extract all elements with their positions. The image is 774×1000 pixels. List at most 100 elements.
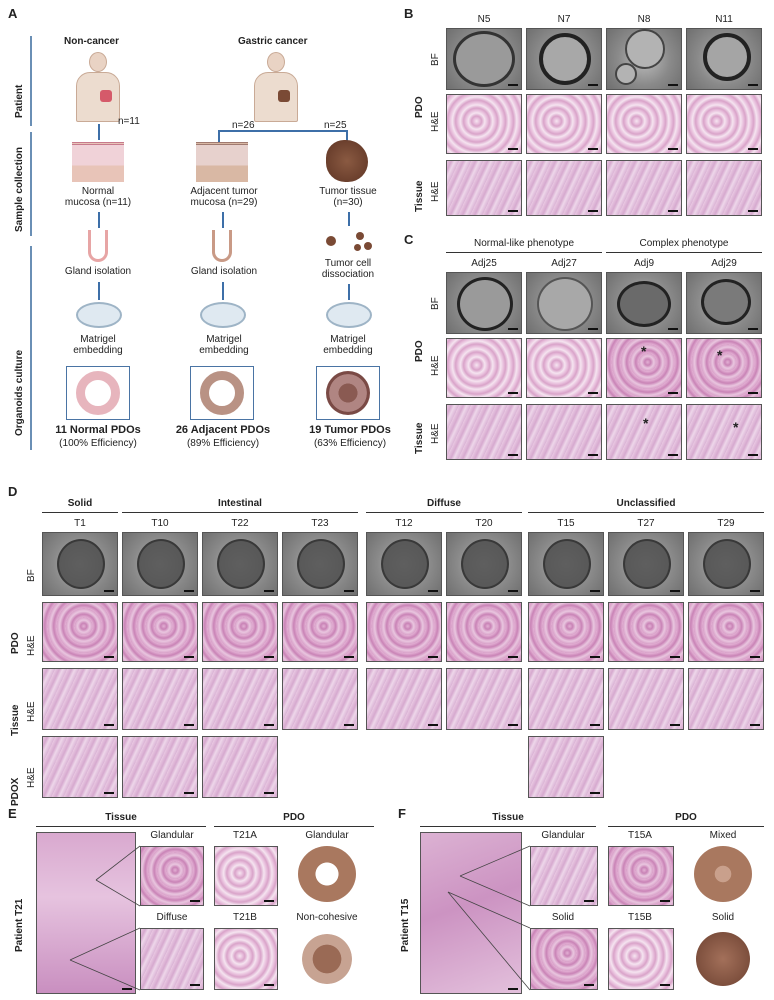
result-adjacent: 26 Adjacent PDOs [175, 424, 271, 436]
patient-figure-noncancer [70, 52, 126, 122]
d-he-t15 [528, 602, 604, 662]
arrow-s3 [348, 212, 350, 226]
arrow-i3 [348, 284, 350, 300]
b-tissue-n8 [606, 160, 682, 216]
d-he-t12 [366, 602, 442, 662]
d-underline-intestinal [122, 512, 358, 513]
d-bf-t23 [282, 532, 358, 596]
dish-icon-1 [76, 302, 122, 328]
arrow-split [218, 130, 346, 132]
f-pdo-t15b [608, 928, 674, 990]
result-normal: 11 Normal PDOs [55, 424, 141, 436]
c-bf-adj27 [526, 272, 602, 334]
e-pdo-t21a [214, 846, 278, 906]
sample-normal: Normal mucosa (n=11) [64, 186, 132, 208]
e-label-diffuse: Diffuse [156, 912, 188, 923]
b-tissue-n7 [526, 160, 602, 216]
b-he-n7 [526, 94, 602, 154]
c-bf-adj29 [686, 272, 762, 334]
c-he-adj9: * [606, 338, 682, 398]
isolation-3: Tumor cell dissociation [321, 258, 375, 280]
e-noncohesive-cartoon [298, 930, 358, 988]
e-label-glandular: Glandular [150, 830, 194, 841]
d-col-t1: T1 [74, 518, 86, 529]
gland-icon-1 [88, 230, 108, 262]
c-tissue-adj9: * [606, 404, 682, 460]
b-tissue-n5 [446, 160, 522, 216]
d-bf-t12 [366, 532, 442, 596]
d-pdox-t10 [122, 736, 198, 798]
star-marker: * [641, 343, 647, 359]
d-tissue-t15 [528, 668, 604, 730]
c-col-adj27: Adj27 [551, 258, 577, 269]
f-zoom-glandular [530, 846, 598, 906]
arrow-s2 [222, 212, 224, 228]
result-tumor: 19 Tumor PDOs [309, 424, 391, 436]
d-tissue-t29 [688, 668, 764, 730]
d-he-t27 [608, 602, 684, 662]
f-zoom-solid [530, 928, 598, 990]
adjacent-mucosa-icon [196, 142, 248, 182]
group-noncancer: Non-cancer [64, 36, 120, 47]
e-zoom-glandular [140, 846, 204, 906]
c-col-adj29: Adj29 [711, 258, 737, 269]
arrow-noncancer [98, 124, 100, 140]
count-n25: n=25 [324, 120, 347, 131]
e-pdo-t21b [214, 928, 278, 990]
panel-b-label: B [404, 6, 414, 21]
bracket-patient [30, 36, 32, 126]
c-underline-complex [606, 252, 762, 253]
c-col-adj9: Adj9 [633, 258, 654, 269]
c-he-adj29: * [686, 338, 762, 398]
d-bf-t29 [688, 532, 764, 596]
embedding-3: Matrigel embedding [323, 334, 373, 356]
star-marker: * [717, 347, 723, 363]
d-bf-t27 [608, 532, 684, 596]
c-bf-adj9 [606, 272, 682, 334]
d-underline-solid [42, 512, 118, 513]
d-bf-t22 [202, 532, 278, 596]
e-label-t21b: T21B [233, 912, 257, 923]
d-tissue-t27 [608, 668, 684, 730]
arrow-adj [218, 130, 220, 142]
star-marker: * [643, 415, 649, 431]
arrow-i2 [222, 282, 224, 300]
e-pdo-underline [214, 826, 374, 827]
embedding-1: Matrigel embedding [73, 334, 123, 356]
f-tissue-overview [420, 832, 522, 994]
f-label-solid-2: Solid [711, 912, 735, 923]
d-pdox-t22 [202, 736, 278, 798]
d-tissue-t10 [122, 668, 198, 730]
sample-adjacent: Adjacent tumor mucosa (n=29) [190, 186, 258, 208]
panel-d-label: D [8, 484, 18, 499]
d-bf-t1 [42, 532, 118, 596]
d-pdox-t15 [528, 736, 604, 798]
d-col-t27: T27 [637, 518, 655, 529]
count-n11: n=11 [118, 116, 140, 127]
tumor-tissue-icon [326, 140, 368, 182]
b-he-n8 [606, 94, 682, 154]
d-underline-unclassified [528, 512, 764, 513]
tumor-organoid-box [316, 366, 380, 420]
c-phenotype-complex: Complex phenotype [639, 238, 729, 249]
f-pdo-t15a [608, 846, 674, 906]
c-tissue-adj27 [526, 404, 602, 460]
b-bf-n11 [686, 28, 762, 90]
group-gastric: Gastric cancer [238, 36, 308, 47]
d-tissue-t1 [42, 668, 118, 730]
e-label-glandular-2: Glandular [305, 830, 349, 841]
bracket-organoid [30, 246, 32, 450]
b-col-n7: N7 [557, 14, 571, 25]
b-tissue-n11 [686, 160, 762, 216]
patient-figure-gastric [248, 52, 304, 122]
arrow-i1 [98, 282, 100, 300]
d-tissue-t12 [366, 668, 442, 730]
d-col-t29: T29 [717, 518, 735, 529]
e-pdo-header: PDO [283, 812, 305, 823]
d-he-t10 [122, 602, 198, 662]
d-he-t20 [446, 602, 522, 662]
b-bf-n7 [526, 28, 602, 90]
b-bf-n5 [446, 28, 522, 90]
d-cat-unclassified: Unclassified [616, 498, 676, 509]
c-he-adj27 [526, 338, 602, 398]
